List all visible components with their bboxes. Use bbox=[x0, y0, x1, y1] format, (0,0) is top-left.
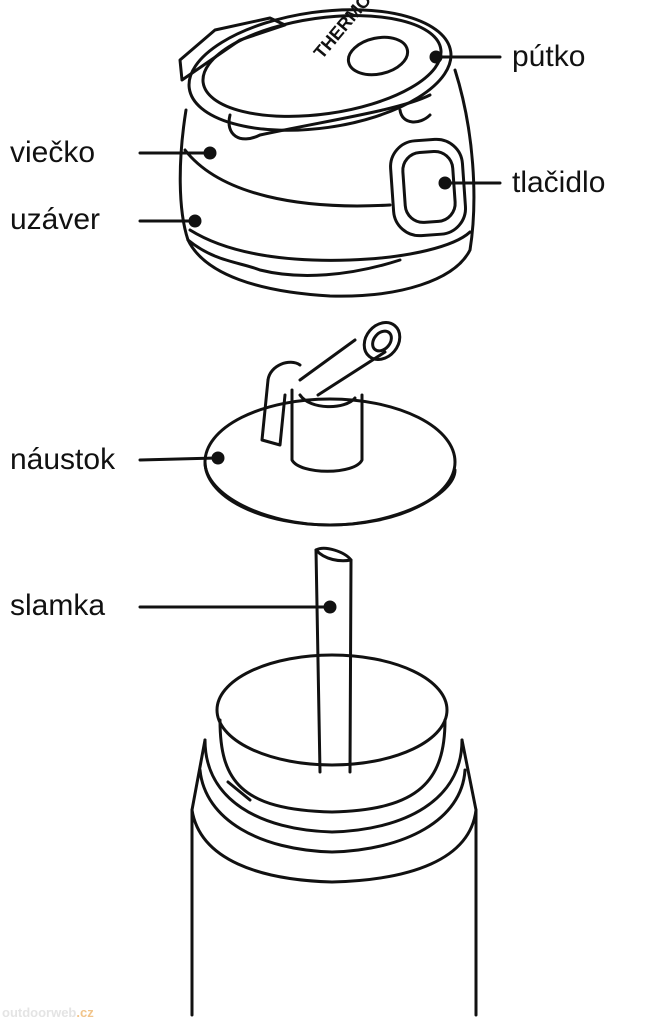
straw-illustration bbox=[314, 546, 353, 774]
label-tlacidlo: tlačidlo bbox=[512, 166, 606, 199]
watermark: outdoorweb.cz bbox=[2, 1005, 94, 1020]
label-viecko: viečko bbox=[10, 136, 96, 169]
mouthpiece-illustration bbox=[203, 321, 457, 527]
label-naustok: náustok bbox=[10, 443, 116, 476]
label-putko: pútko bbox=[512, 40, 586, 73]
label-uzaver: uzáver bbox=[10, 203, 101, 236]
lid-illustration: THERMOS. bbox=[178, 0, 476, 298]
leader-lines bbox=[138, 50, 502, 614]
bottle-illustration bbox=[190, 653, 478, 1017]
label-slamka: slamka bbox=[10, 589, 106, 622]
